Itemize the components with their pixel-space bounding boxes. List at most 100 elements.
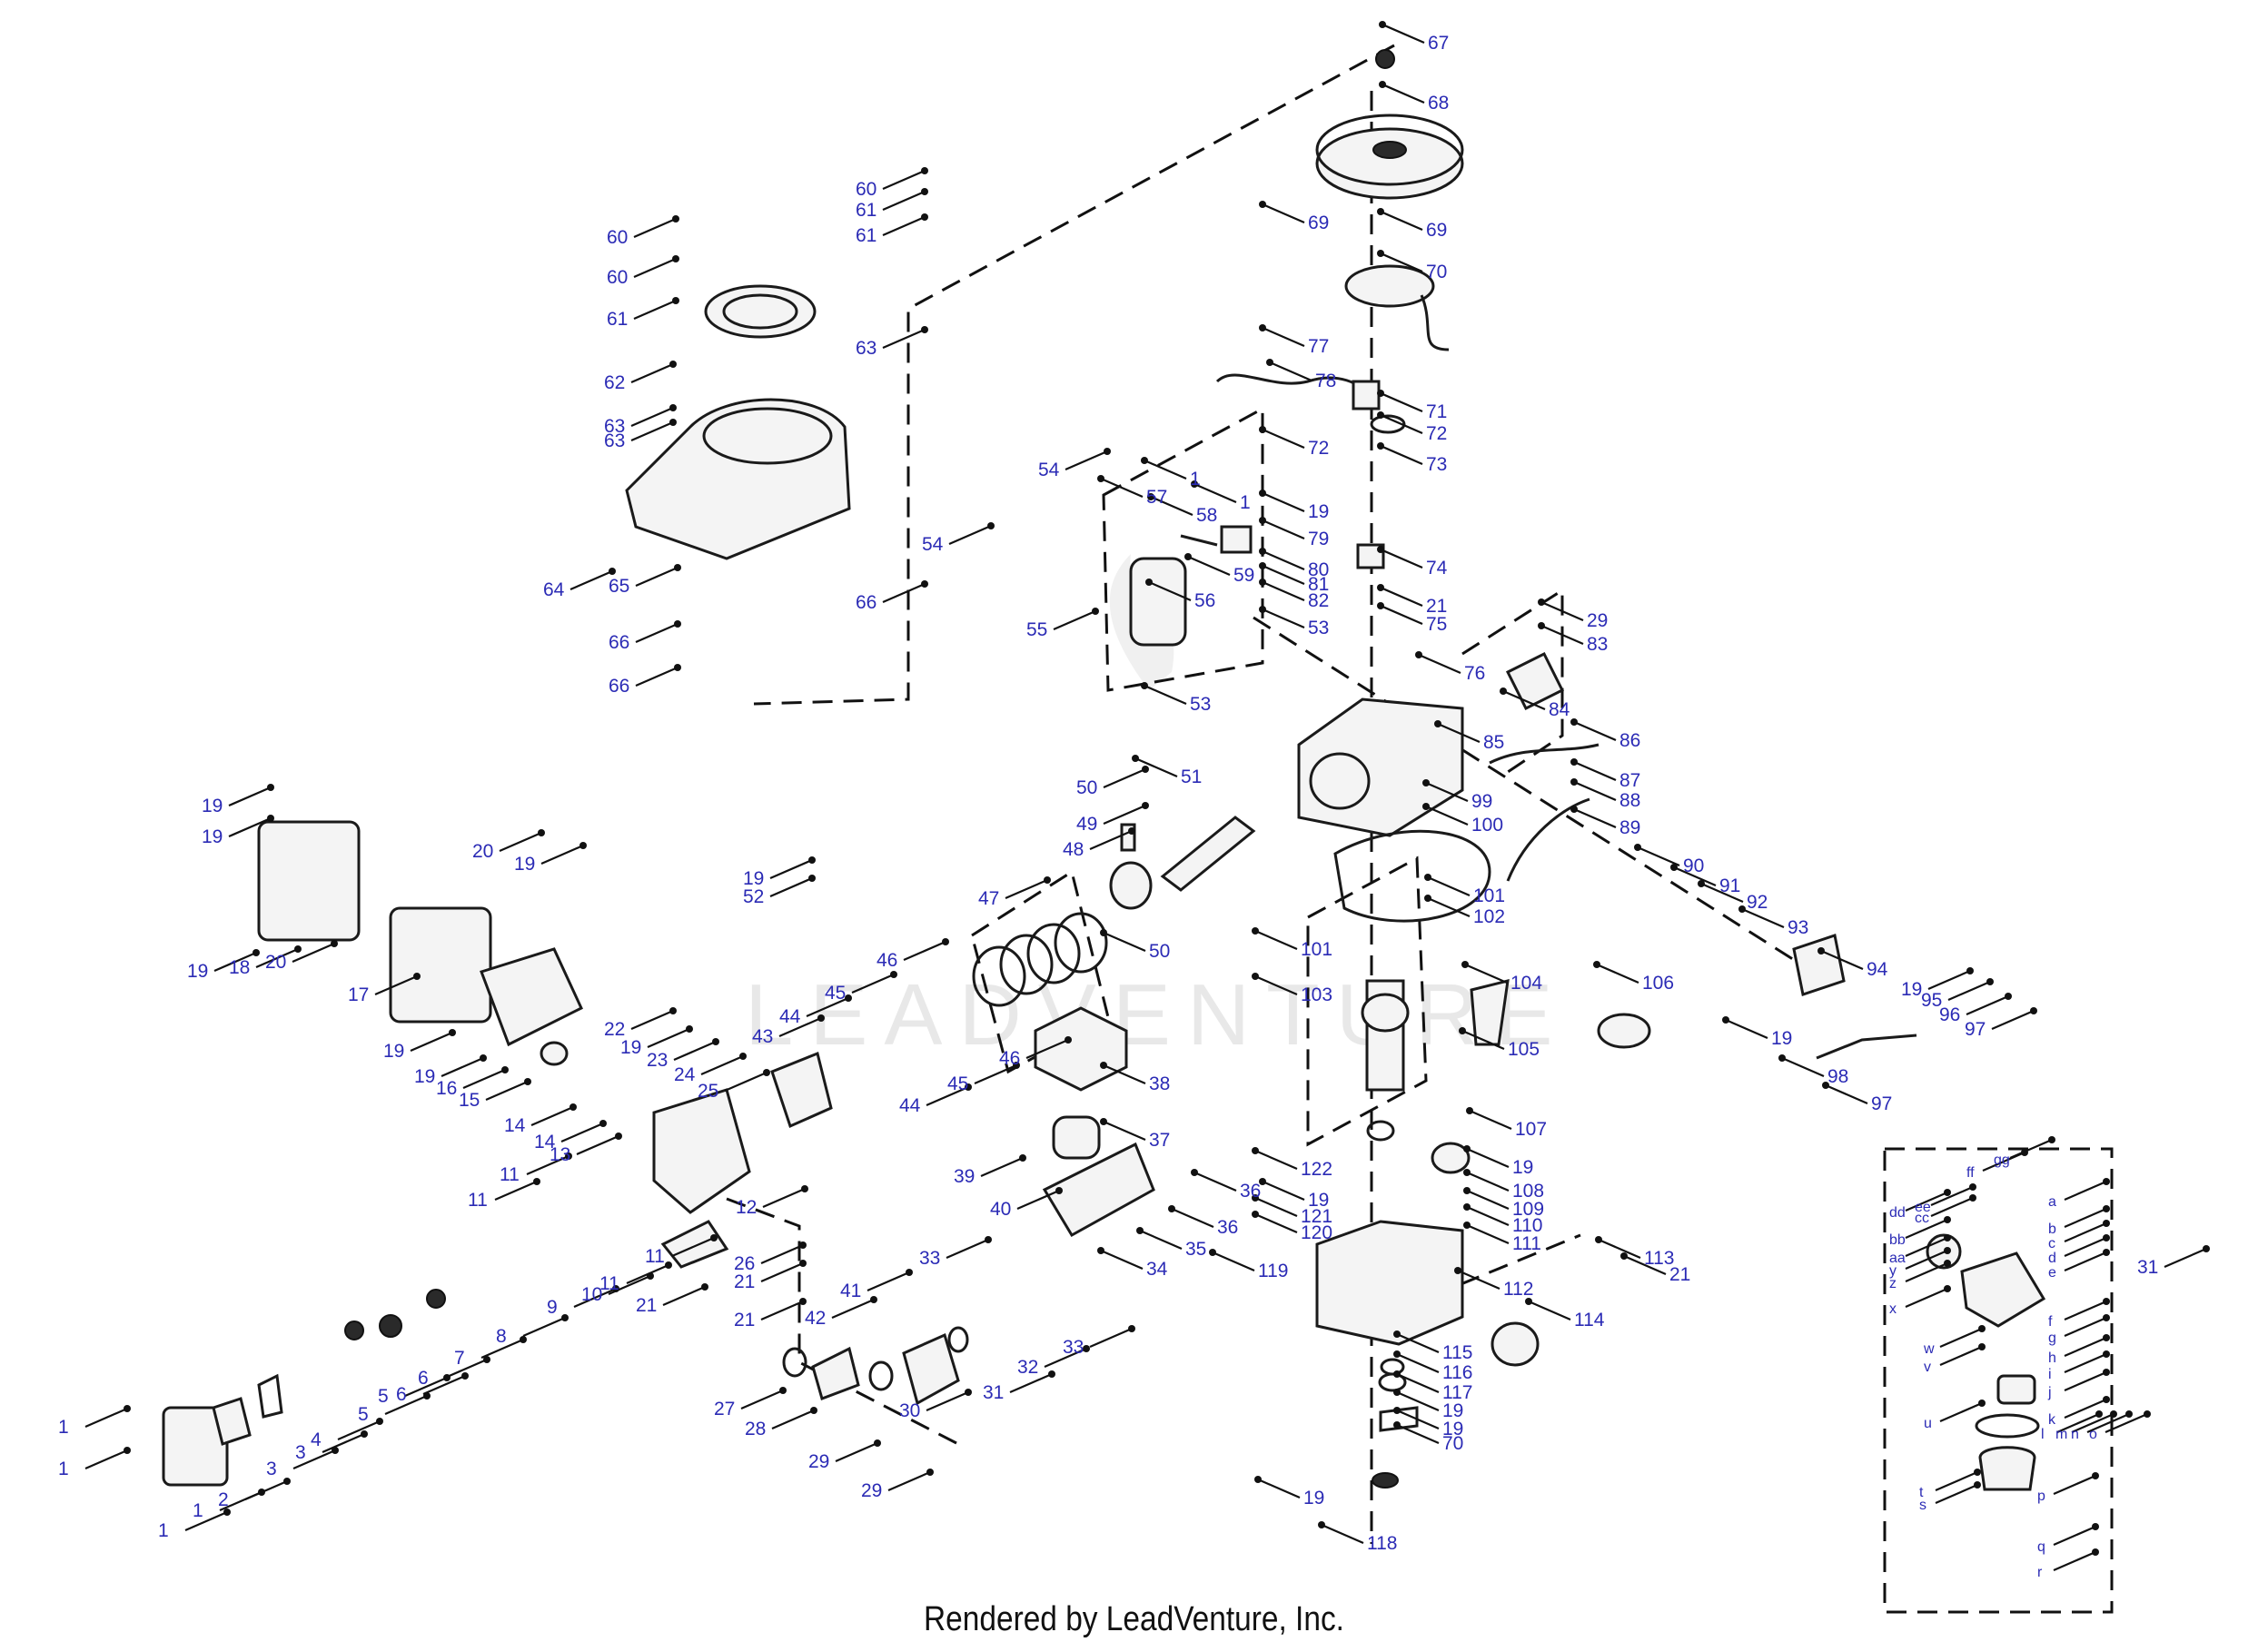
fastener-dot xyxy=(1817,947,1825,955)
seal-122-icon xyxy=(1366,1120,1395,1142)
callout-16: 16 xyxy=(436,1078,457,1099)
fastener-dot xyxy=(1377,250,1384,257)
leader-line xyxy=(1939,1345,1983,1367)
callout-19: 19 xyxy=(202,796,223,816)
callout-92: 92 xyxy=(1747,892,1768,913)
leader-line xyxy=(1262,549,1305,571)
fastener-dot xyxy=(1013,1062,1020,1069)
rod-86-icon xyxy=(1489,743,1599,765)
fastener-dot xyxy=(1100,1118,1107,1125)
rewind-cover-icon xyxy=(704,284,817,339)
leader-line xyxy=(1171,1207,1214,1229)
fastener-dot xyxy=(1377,602,1384,609)
fastener-dot xyxy=(1620,1252,1628,1260)
leader-line xyxy=(1148,580,1192,602)
leader-line xyxy=(2064,1398,2107,1419)
callout-14: 14 xyxy=(534,1132,556,1152)
callout-69: 69 xyxy=(1426,220,1447,241)
fastener-dot xyxy=(1393,1389,1401,1396)
callout-100: 100 xyxy=(1471,815,1503,836)
leader-line xyxy=(1005,878,1048,900)
callout-66: 66 xyxy=(856,592,876,613)
callout-29: 29 xyxy=(808,1451,829,1472)
callout-85: 85 xyxy=(1483,732,1504,753)
leader-line xyxy=(1939,1327,1983,1349)
fastener-dot xyxy=(1966,967,1974,974)
fastener-dot xyxy=(569,1103,577,1111)
leader-line xyxy=(1254,929,1298,951)
ignition-wire-icon xyxy=(1215,373,1373,401)
flywheel-nut-icon xyxy=(1375,49,1395,69)
kit-callout-b: b xyxy=(2048,1222,2056,1237)
fastener-dot xyxy=(799,1260,807,1267)
fastener-dot xyxy=(1191,480,1198,488)
callout-60: 60 xyxy=(607,267,628,288)
leader-line xyxy=(926,1390,969,1412)
leader-line xyxy=(1262,580,1305,602)
callout-1: 1 xyxy=(1190,469,1201,490)
fastener-dot xyxy=(1434,720,1441,727)
leader-line xyxy=(1262,326,1305,348)
callout-93: 93 xyxy=(1788,917,1808,938)
leader-line xyxy=(1089,829,1133,851)
callout-60: 60 xyxy=(856,179,876,200)
leader-line xyxy=(1982,1151,2025,1172)
leader-line xyxy=(1262,564,1305,586)
fastener-dot xyxy=(1379,21,1386,28)
fastener-dot xyxy=(1393,1350,1401,1358)
fastener-dot xyxy=(332,1447,339,1454)
kit-callout-w: w xyxy=(1923,1341,1935,1357)
fastener-dot xyxy=(267,815,274,822)
kit-callout-u: u xyxy=(1924,1416,1932,1431)
callout-45: 45 xyxy=(825,983,846,1004)
fastener-dot xyxy=(926,1469,934,1476)
fastener-dot xyxy=(1141,682,1148,689)
leader-line xyxy=(560,1122,604,1143)
fastener-dot xyxy=(1978,1343,1986,1350)
leader-line xyxy=(946,1238,989,1260)
leader-line xyxy=(974,1063,1017,1085)
callout-48: 48 xyxy=(1063,839,1084,860)
callout-18: 18 xyxy=(229,957,250,978)
muffler-guard-2-icon xyxy=(162,1406,229,1487)
leader-line xyxy=(1781,1056,1825,1078)
carburetor-group xyxy=(782,1326,969,1406)
leader-line xyxy=(1623,1254,1667,1276)
callout-15: 15 xyxy=(459,1090,480,1111)
callout-122: 122 xyxy=(1301,1159,1332,1180)
crankcase-group xyxy=(1297,697,1651,1174)
fastener-dot xyxy=(2030,1007,2037,1014)
callout-78: 78 xyxy=(1315,371,1336,391)
fastener-dot xyxy=(423,1392,431,1400)
fastener-dot xyxy=(1670,864,1678,871)
fastener-dot xyxy=(1570,806,1578,813)
kit-callout-q: q xyxy=(2037,1539,2045,1555)
fastener-dot xyxy=(1969,1183,1976,1191)
fastener-dot xyxy=(1393,1407,1401,1414)
leader-line xyxy=(1103,804,1146,826)
fastener-dot xyxy=(1822,1082,1829,1089)
callout-35: 35 xyxy=(1185,1239,1206,1260)
leader-line xyxy=(1380,252,1423,273)
callout-3: 3 xyxy=(266,1459,277,1479)
fastener-dot xyxy=(1132,755,1139,762)
leader-line xyxy=(1573,720,1617,742)
callout-19: 19 xyxy=(743,868,764,889)
carburetor-31-icon xyxy=(902,1332,960,1406)
fastener-dot xyxy=(1424,874,1431,881)
leader-line xyxy=(1254,1196,1298,1218)
leader-line xyxy=(1596,963,1639,984)
fastener-dot xyxy=(1092,608,1099,615)
fastener-dot xyxy=(674,664,681,671)
leader-line xyxy=(219,1490,262,1512)
fastener-dot xyxy=(565,1152,572,1160)
fastener-dot xyxy=(701,1283,708,1291)
fastener-dot xyxy=(561,1314,569,1321)
callout-114: 114 xyxy=(1574,1310,1605,1330)
leader-line xyxy=(2064,1236,2107,1258)
callout-19: 19 xyxy=(1308,1190,1329,1211)
callout-kit-31: 31 xyxy=(2137,1257,2158,1278)
leader-line xyxy=(1103,1063,1146,1085)
fastener-dot xyxy=(1254,1476,1262,1483)
fastener-dot xyxy=(1463,1169,1471,1176)
